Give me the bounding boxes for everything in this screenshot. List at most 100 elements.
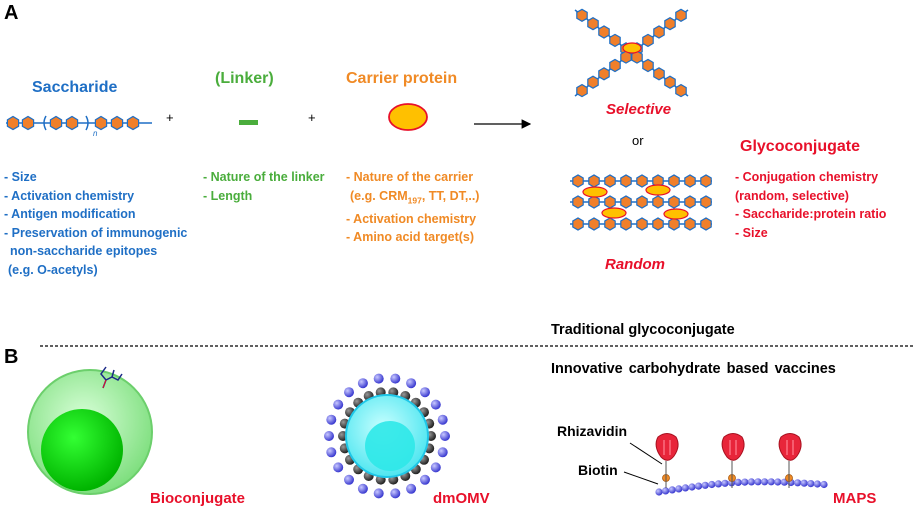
monosaccharide-hexagon xyxy=(609,33,621,48)
carrier-list: - Nature of the carrier (e.g. CRM197, TT… xyxy=(346,168,479,247)
monosaccharide-hexagon xyxy=(609,58,621,73)
monosaccharide-hexagon xyxy=(598,25,610,39)
monosaccharide-hexagon xyxy=(572,217,584,231)
maps-polysaccharide-bead xyxy=(820,480,828,489)
omv-antigen-tip xyxy=(420,474,430,485)
monosaccharide-hexagon xyxy=(572,195,584,209)
glycoconjugate-item: - Saccharide:protein ratio xyxy=(735,207,887,221)
maps-polysaccharide-bead xyxy=(675,485,683,493)
carrier-example-post: , TT, DT,..) xyxy=(421,188,480,203)
biotin-label: Biotin xyxy=(578,462,618,478)
linker-list: - Nature of the linker - Length xyxy=(203,168,325,205)
monosaccharide-hexagon xyxy=(652,217,664,231)
omv-antigen-tip xyxy=(373,488,384,499)
monosaccharide-hexagon xyxy=(675,8,687,22)
monosaccharide-hexagon xyxy=(668,195,680,209)
omv-antigen-tip xyxy=(373,373,384,384)
monosaccharide-hexagon xyxy=(110,115,124,131)
maps-polysaccharide-bead xyxy=(708,480,716,489)
glycoconjugate-list: - Conjugation chemistry (random, selecti… xyxy=(735,168,886,242)
monosaccharide-hexagon xyxy=(620,50,632,64)
maps-polysaccharide-bead xyxy=(734,478,742,486)
omv-antigen-tip xyxy=(406,483,417,494)
monosaccharide-hexagon xyxy=(642,33,654,48)
saccharide-item: (e.g. O-acetyls) xyxy=(8,262,98,277)
monosaccharide-hexagon xyxy=(668,217,680,231)
omv-antigen-tip xyxy=(430,462,441,473)
saccharide-chain xyxy=(6,115,152,131)
omv-antigen-tip xyxy=(324,431,334,441)
omv-antigen-tip xyxy=(406,378,417,389)
monosaccharide-hexagon xyxy=(636,195,648,209)
monosaccharide-hexagon xyxy=(604,174,616,188)
maps-polysaccharide-bead xyxy=(747,478,756,486)
maps-polysaccharide-bead xyxy=(754,478,762,486)
saccharide-item: - Preservation of immunogenic xyxy=(4,225,188,240)
saccharide-item: non-saccharide epitopes xyxy=(10,244,158,258)
monosaccharide-hexagon xyxy=(598,67,610,81)
selective-label: Selective xyxy=(606,101,672,118)
omv-antigen-tip xyxy=(420,387,430,398)
maps-polysaccharide-bead xyxy=(761,478,769,486)
maps-polysaccharide-bead xyxy=(721,479,729,487)
random-conjugate xyxy=(570,174,712,231)
maps-polysaccharide-bead xyxy=(800,479,808,487)
dmomv-particle xyxy=(324,373,450,499)
maps-polysaccharide-bead xyxy=(668,486,676,494)
saccharide-item: - Antigen modification xyxy=(4,207,136,221)
monosaccharide-hexagon xyxy=(700,174,712,188)
monosaccharide-hexagon xyxy=(620,217,632,231)
monosaccharide-hexagon xyxy=(587,75,599,89)
carrier-item: - Amino acid target(s) xyxy=(346,230,475,244)
saccharide-item: - Size xyxy=(4,170,37,184)
maps-polysaccharide-bead xyxy=(807,480,815,488)
monosaccharide-hexagon xyxy=(620,174,632,188)
glycoconjugate-item: - Size xyxy=(735,225,768,240)
plus-sign-2: + xyxy=(308,110,316,125)
monosaccharide-hexagon xyxy=(653,25,665,39)
omv-antigen-tip xyxy=(344,474,354,485)
maps-complex xyxy=(623,433,828,496)
or-label: or xyxy=(632,133,644,148)
carrier-item: (e.g. CRM197, TT, DT,..) xyxy=(346,187,479,210)
maps-polysaccharide-bead xyxy=(701,481,709,489)
monosaccharide-hexagon xyxy=(653,67,665,81)
monosaccharide-hexagon xyxy=(664,75,676,89)
linker-bar xyxy=(239,120,258,125)
monosaccharide-hexagon xyxy=(21,115,35,131)
glycoconjugate-item: (random, selective) xyxy=(735,188,849,203)
monosaccharide-hexagon xyxy=(700,217,712,231)
saccharide-title: Saccharide xyxy=(32,79,118,96)
omv-antigen-tip xyxy=(326,414,337,425)
bioconjugate-cell xyxy=(27,366,153,495)
monosaccharide-hexagon xyxy=(684,217,696,231)
omv-antigen-tip xyxy=(437,414,448,425)
monosaccharide-hexagon xyxy=(620,195,632,209)
maps-polysaccharide-bead xyxy=(695,482,703,490)
monosaccharide-hexagon xyxy=(588,217,600,231)
omv-antigen-tip xyxy=(344,387,354,398)
rhizavidin-protein xyxy=(778,433,802,488)
selective-conjugate xyxy=(574,8,689,98)
panel-b-label: B xyxy=(4,346,19,368)
monosaccharide-hexagon xyxy=(6,115,20,131)
monosaccharide-hexagon xyxy=(684,195,696,209)
monosaccharide-hexagon xyxy=(588,195,600,209)
linker-item: - Nature of the linker xyxy=(203,170,325,184)
maps-polysaccharide-bead xyxy=(813,480,822,488)
omv-antigen-tip xyxy=(326,447,337,458)
rhizavidin-protein xyxy=(721,433,745,488)
maps-polysaccharide-bead xyxy=(681,484,690,492)
omv-antigen-tip xyxy=(390,373,401,384)
monosaccharide-hexagon xyxy=(700,195,712,209)
maps-polysaccharide-bead xyxy=(774,478,782,486)
panel-a-label: A xyxy=(4,2,19,24)
rhizavidin-protein xyxy=(655,433,679,488)
carrier-protein-ellipse xyxy=(388,103,428,131)
rhizavidin-label: Rhizavidin xyxy=(557,423,628,439)
omv-antigen-tip xyxy=(440,431,450,441)
maps-polysaccharide-bead xyxy=(662,487,670,495)
monosaccharide-hexagon xyxy=(126,115,140,131)
monosaccharide-hexagon xyxy=(49,115,63,131)
